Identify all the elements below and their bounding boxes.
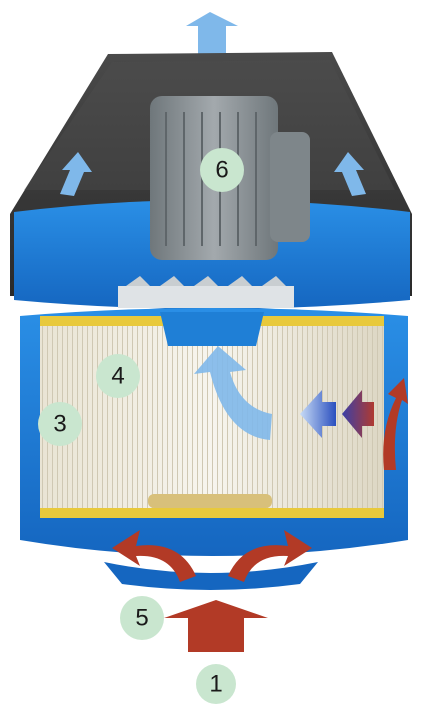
callout-badge-1: 1 <box>196 664 236 704</box>
callout-label-6: 6 <box>215 157 228 184</box>
inlet-arrow <box>164 600 268 652</box>
callout-badge-5: 5 <box>120 596 164 640</box>
callout-label-1: 1 <box>209 671 222 698</box>
callout-badge-6: 6 <box>200 148 244 192</box>
inlet-skirt <box>104 562 318 590</box>
cartridge-outlet-collar <box>160 312 264 346</box>
callout-label-3: 3 <box>53 411 66 438</box>
callout-label-4: 4 <box>111 363 124 390</box>
callout-label-5: 5 <box>135 605 148 632</box>
callout-badge-4: 4 <box>96 354 140 398</box>
exhaust-arrow-top <box>186 12 238 54</box>
callout-badge-3: 3 <box>38 402 82 446</box>
